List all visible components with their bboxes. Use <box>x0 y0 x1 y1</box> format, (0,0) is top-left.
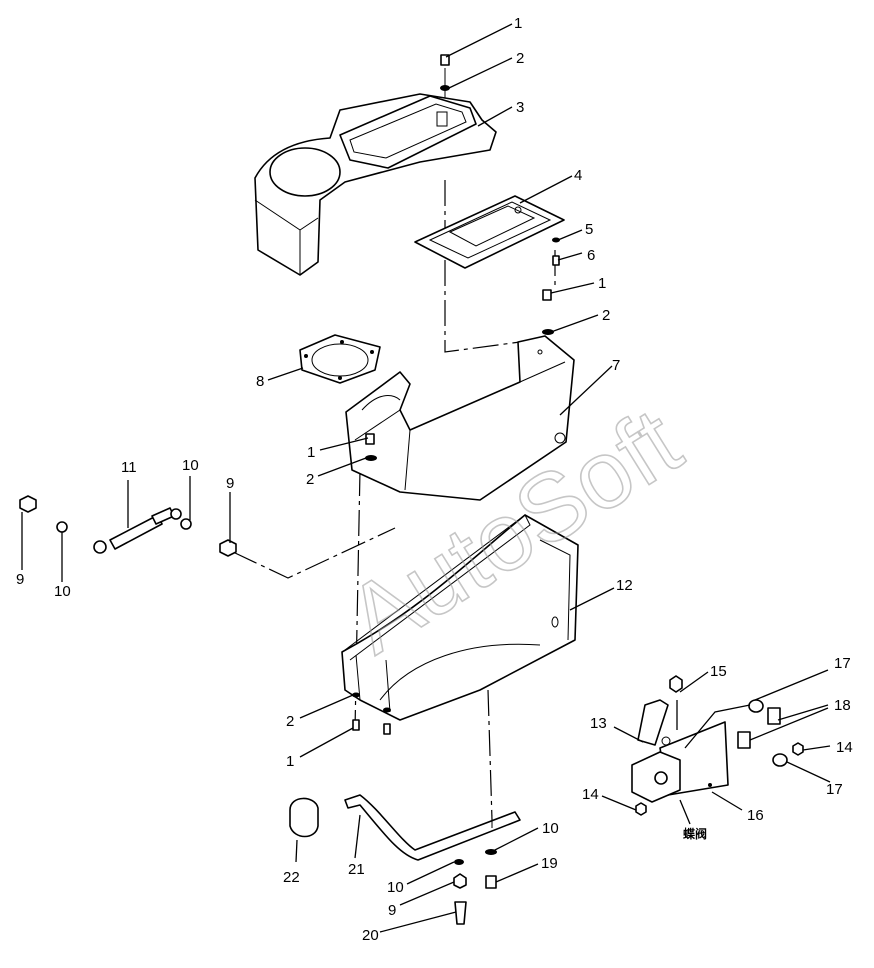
shift-lever <box>289 794 521 925</box>
callout-17: 17 <box>834 655 851 672</box>
callout-14: 14 <box>836 739 853 756</box>
callout-11: 11 <box>121 459 137 476</box>
callout-8: 8 <box>256 373 264 390</box>
gas-spring-assembly <box>19 495 237 557</box>
callout-1: 1 <box>598 275 606 292</box>
callout-10: 10 <box>182 457 199 474</box>
callout-2: 2 <box>306 471 314 488</box>
callout-21: 21 <box>348 861 365 878</box>
callout-9: 9 <box>388 902 396 919</box>
callout-2: 2 <box>602 307 610 324</box>
callout-2: 2 <box>286 713 294 730</box>
callout-18: 18 <box>834 697 851 714</box>
callout-20: 20 <box>362 927 379 944</box>
callout-6: 6 <box>587 247 595 264</box>
callout-16: 16 <box>747 807 764 824</box>
callout-1: 1 <box>307 444 315 461</box>
callout-22: 22 <box>283 869 300 886</box>
callout-4: 4 <box>574 167 582 184</box>
fasteners <box>352 54 560 735</box>
callout-10: 10 <box>54 583 71 600</box>
lower-housing <box>341 514 579 721</box>
callout-7: 7 <box>612 357 620 374</box>
callout-10: 10 <box>542 820 559 837</box>
valve-bracket-assembly <box>631 675 804 816</box>
callout-3: 3 <box>516 99 524 116</box>
callout-10: 10 <box>387 879 404 896</box>
leader-lines <box>21 23 831 933</box>
callout-17: 17 <box>826 781 843 798</box>
callout-1: 1 <box>514 15 522 32</box>
callout-12: 12 <box>616 577 633 594</box>
console-frame <box>345 335 575 501</box>
console-cover <box>254 93 497 276</box>
gasket-ring <box>299 334 381 384</box>
valve-label: 蝶阀 <box>683 826 707 841</box>
callout-19: 19 <box>541 855 558 872</box>
callout-14: 14 <box>582 786 599 803</box>
cover-plate <box>414 195 565 269</box>
callout-15: 15 <box>710 663 727 680</box>
callout-2: 2 <box>516 50 524 67</box>
callout-numbers: 1 2 3 4 5 6 1 2 7 8 1 2 11 10 9 9 10 12 … <box>16 15 853 944</box>
callout-9: 9 <box>226 475 234 492</box>
callout-5: 5 <box>585 221 593 238</box>
callout-13: 13 <box>590 715 607 732</box>
callout-9: 9 <box>16 571 24 588</box>
callout-1: 1 <box>286 753 294 770</box>
